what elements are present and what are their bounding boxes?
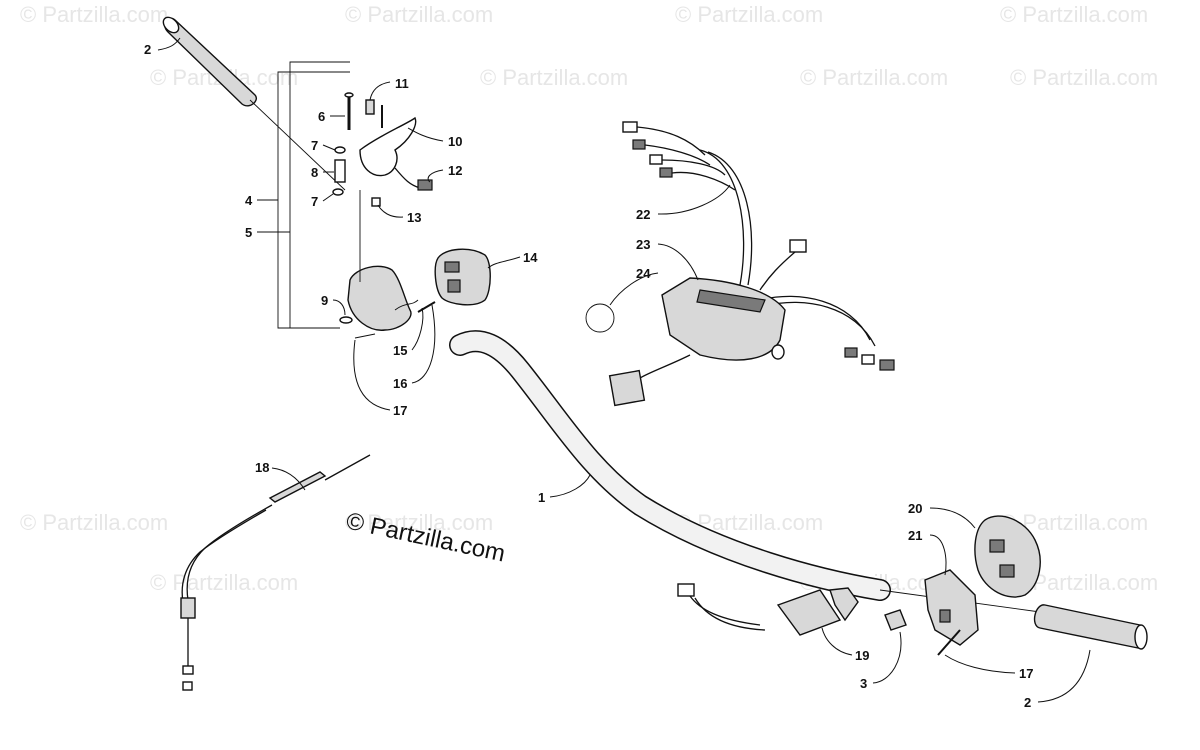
callout-19: 19 — [855, 648, 869, 663]
callout-5: 5 — [245, 225, 252, 240]
watermark: © Partzilla.com — [1010, 65, 1158, 90]
watermark-layer: © Partzilla.com © Partzilla.com © Partzi… — [20, 2, 1158, 595]
bar-end-plug — [884, 609, 907, 631]
watermark: © Partzilla.com — [480, 65, 628, 90]
watermark: © Partzilla.com — [20, 2, 168, 27]
callout-6: 6 — [318, 109, 325, 124]
callout-9: 9 — [321, 293, 328, 308]
watermark: © Partzilla.com — [345, 510, 493, 535]
callout-17: 17 — [393, 403, 407, 418]
callout-7: 7 — [311, 138, 318, 153]
watermark: © Partzilla.com — [20, 510, 168, 535]
callout-18: 18 — [255, 460, 269, 475]
watermark: © Partzilla.com — [800, 65, 948, 90]
callout-22: 22 — [636, 207, 650, 222]
callout-16: 16 — [393, 376, 407, 391]
callout-12: 12 — [448, 163, 462, 178]
callout-10: 10 — [448, 134, 462, 149]
callout-21: 21 — [908, 528, 922, 543]
callout-2: 2 — [144, 42, 151, 57]
callout-17: 17 — [1019, 666, 1033, 681]
watermark: © Partzilla.com — [675, 2, 823, 27]
callout-23: 23 — [636, 237, 650, 252]
callout-7: 7 — [311, 194, 318, 209]
callout-labels: 2 2 3 4 5 6 7 7 8 9 10 11 12 13 14 15 16… — [144, 42, 1033, 710]
screw-15 — [417, 301, 436, 313]
callout-2: 2 — [1024, 695, 1031, 710]
callout-11: 11 — [395, 76, 409, 91]
handlebar — [449, 330, 1041, 613]
callout-15: 15 — [393, 343, 407, 358]
throttle-pivot-hardware — [332, 92, 361, 282]
watermark: © Partzilla.com — [1000, 2, 1148, 27]
callout-14: 14 — [523, 250, 538, 265]
wiring-clip — [677, 583, 859, 636]
callout-3: 3 — [860, 676, 867, 691]
right-switch-assembly — [924, 515, 1041, 656]
callout-1: 1 — [538, 490, 545, 505]
watermark: © Partzilla.com — [345, 2, 493, 27]
callout-8: 8 — [311, 165, 318, 180]
right-grip — [1033, 604, 1148, 650]
callout-13: 13 — [407, 210, 421, 225]
callout-4: 4 — [245, 193, 253, 208]
callout-20: 20 — [908, 501, 922, 516]
throttle-lever — [359, 99, 433, 207]
left-control-housing — [339, 265, 419, 339]
leader-lines — [157, 37, 1091, 703]
wiring-harness — [585, 121, 895, 407]
callout-24: 24 — [636, 266, 651, 281]
watermark: © Partzilla.com — [150, 570, 298, 595]
throttle-cable — [180, 454, 371, 691]
left-grip — [162, 16, 346, 191]
left-switch — [434, 248, 491, 306]
